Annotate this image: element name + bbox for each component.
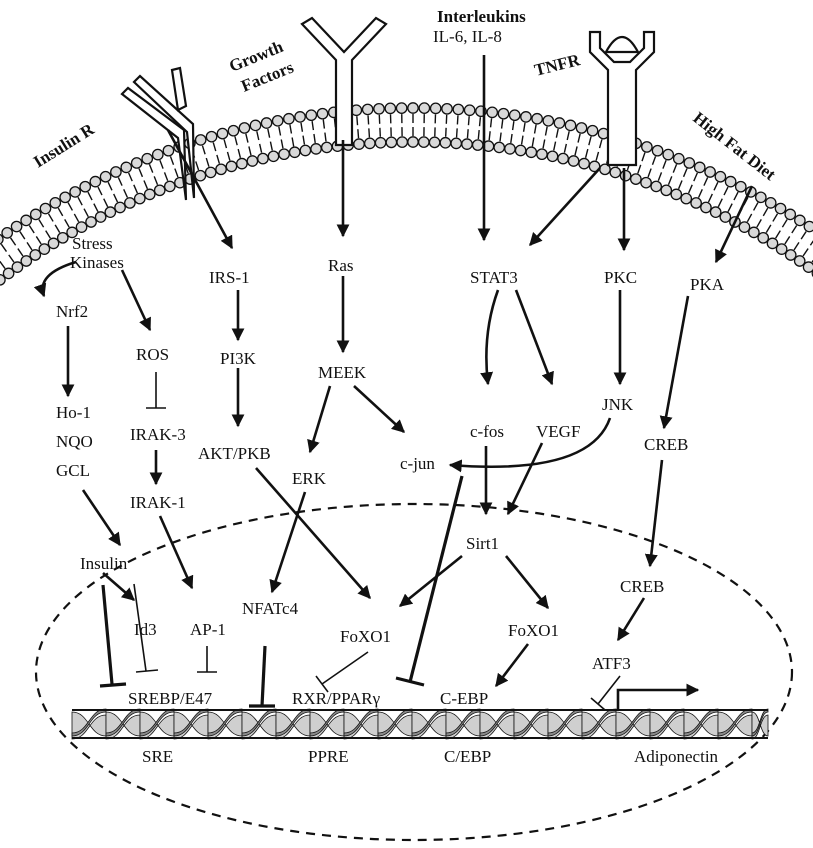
nfatc4-label: NFATc4 xyxy=(242,599,299,618)
stress-kinases-label-line2: Kinases xyxy=(70,253,124,272)
interleukins-label: Interleukins xyxy=(437,7,526,26)
c-jun-label: c-jun xyxy=(400,454,435,473)
atf3-label: ATF3 xyxy=(592,654,631,673)
ho1-label: Ho-1 xyxy=(56,403,91,422)
irs1-label: IRS-1 xyxy=(209,268,250,287)
erk-label: ERK xyxy=(292,469,327,488)
tnfr-label: TNFR xyxy=(532,50,582,80)
foxo1-right-label: FoXO1 xyxy=(508,621,559,640)
rxr-ppar-label: RXR/PPARγ xyxy=(292,689,381,708)
irak3-label: IRAK-3 xyxy=(130,425,186,444)
akt-pkb-label: AKT/PKB xyxy=(198,444,271,463)
pi3k-label: PI3K xyxy=(220,349,257,368)
ras-label: Ras xyxy=(328,256,354,275)
interleukins-sub-label: IL-6, IL-8 xyxy=(433,27,502,46)
stress-kinases-label-line1: Stress xyxy=(72,234,113,253)
adiponectin-label: Adiponectin xyxy=(634,747,719,766)
insulin-r-label: Insulin R xyxy=(30,119,98,171)
foxo1-left-label: FoXO1 xyxy=(340,627,391,646)
c-ebp-site-label: C/EBP xyxy=(444,747,491,766)
tnfr-receptor xyxy=(588,30,656,167)
nqo-label: NQO xyxy=(56,432,93,451)
c-ebp-label: C-EBP xyxy=(440,689,488,708)
srebp-e47-label: SREBP/E47 xyxy=(128,689,213,708)
irak1-label: IRAK-1 xyxy=(130,493,186,512)
activation-arrows xyxy=(33,55,754,711)
growth-factor-receptor xyxy=(300,16,388,147)
gcl-label: GCL xyxy=(56,461,90,480)
nucleus-outline xyxy=(34,502,794,842)
creb-cyto-label: CREB xyxy=(644,435,688,454)
vegf-label: VEGF xyxy=(536,422,580,441)
high-fat-diet-label: High Fat Diet xyxy=(690,108,780,184)
ap1-label: AP-1 xyxy=(190,620,226,639)
pka-label: PKA xyxy=(690,275,725,294)
insulin-receptor xyxy=(120,66,196,201)
dna-helix xyxy=(71,708,769,740)
creb-nucleus-label: CREB xyxy=(620,577,664,596)
inhibition-arrows xyxy=(99,372,621,711)
meek-label: MEEK xyxy=(318,363,367,382)
stat3-label: STAT3 xyxy=(470,268,518,287)
cell-membrane xyxy=(0,102,813,286)
ros-label: ROS xyxy=(136,345,169,364)
jnk-label: JNK xyxy=(602,395,634,414)
nrf2-label: Nrf2 xyxy=(56,302,88,321)
id3-label: Id3 xyxy=(134,620,157,639)
sirt1-label: Sirt1 xyxy=(466,534,499,553)
pkc-label: PKC xyxy=(604,268,637,287)
sre-label: SRE xyxy=(142,747,173,766)
c-fos-label: c-fos xyxy=(470,422,504,441)
ppre-label: PPRE xyxy=(308,747,349,766)
insulin-label: Insulin xyxy=(80,554,128,573)
